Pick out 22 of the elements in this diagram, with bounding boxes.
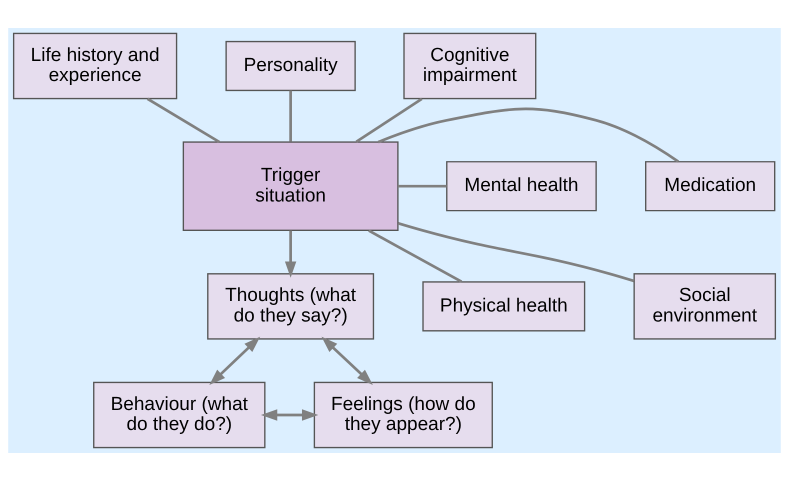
connector bbox=[368, 228, 462, 282]
connector bbox=[398, 184, 447, 188]
node-box: Mental health bbox=[446, 160, 597, 211]
node-box: Medication bbox=[645, 160, 776, 211]
connector bbox=[378, 107, 680, 162]
arrow bbox=[260, 408, 318, 420]
connector bbox=[398, 222, 634, 282]
arrow bbox=[321, 336, 373, 385]
arrow bbox=[284, 230, 296, 278]
node-box: Cognitive impairment bbox=[403, 32, 536, 99]
connector bbox=[289, 90, 292, 142]
node-box: Trigger situation bbox=[182, 140, 399, 230]
node-box: Physical health bbox=[422, 280, 586, 331]
node-box: Behaviour (what do they do?) bbox=[93, 381, 266, 448]
connector bbox=[146, 97, 220, 143]
arrow bbox=[209, 336, 260, 385]
node-box: Thoughts (what do they say?) bbox=[207, 272, 374, 340]
connector bbox=[356, 97, 423, 142]
node-box: Social environment bbox=[633, 272, 776, 340]
node-box: Personality bbox=[225, 40, 356, 91]
node-box: Feelings (how do they appear?) bbox=[314, 381, 493, 448]
node-box: Life history and experience bbox=[12, 32, 178, 99]
